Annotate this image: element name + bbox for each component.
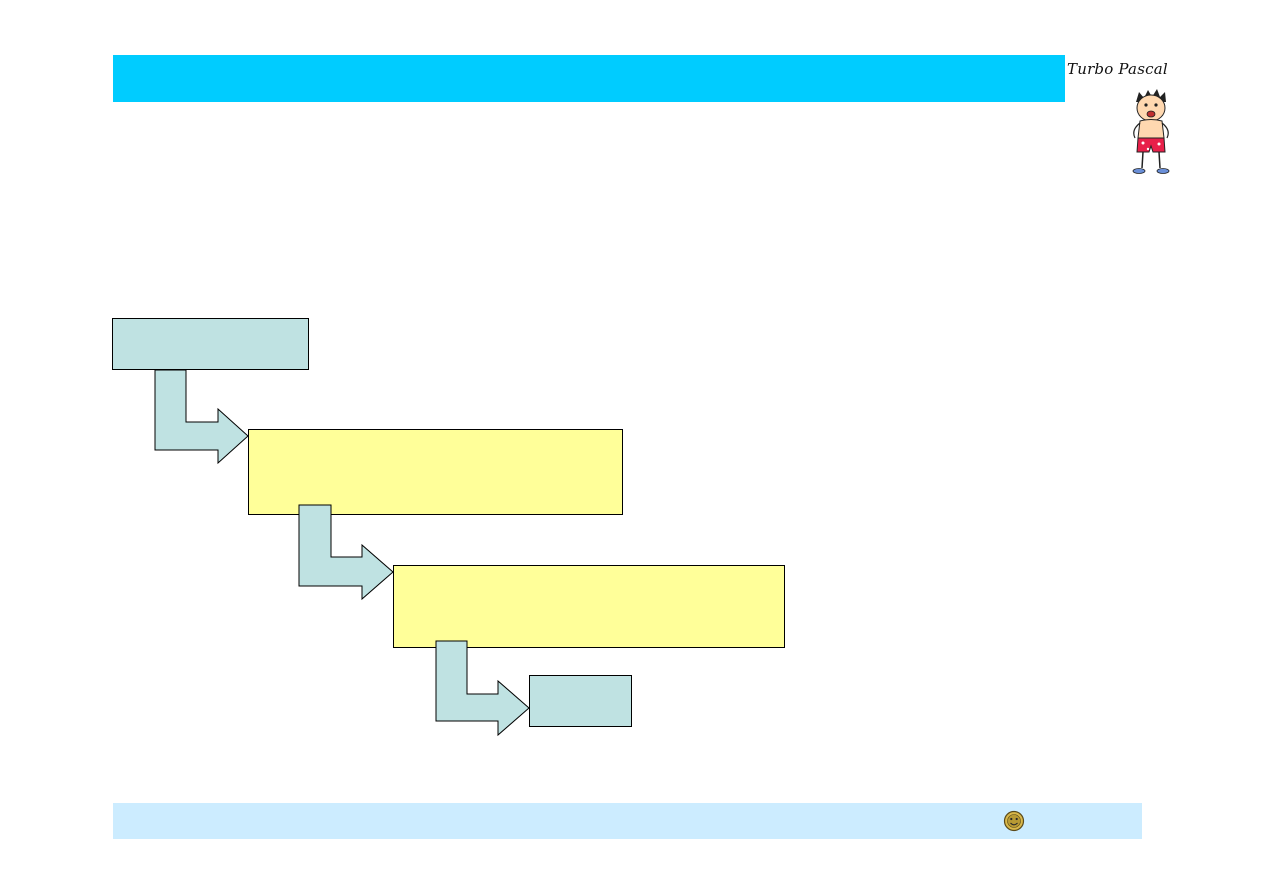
flow-box-level-1 [112, 318, 309, 370]
cartoon-boy-icon [1132, 89, 1170, 174]
flow-box-level-2 [248, 429, 623, 515]
smiley-face-icon[interactable] [1003, 810, 1025, 832]
flow-box-level-3 [393, 565, 785, 648]
bent-arrow-1 [154, 369, 249, 465]
bent-arrow-3 [435, 640, 530, 737]
bent-arrow-2 [298, 504, 394, 601]
flow-box-level-4 [529, 675, 632, 727]
title-bar [113, 55, 1065, 102]
footer-bar [113, 803, 1142, 839]
brand-logo-text: Turbo Pascal [1067, 60, 1168, 78]
